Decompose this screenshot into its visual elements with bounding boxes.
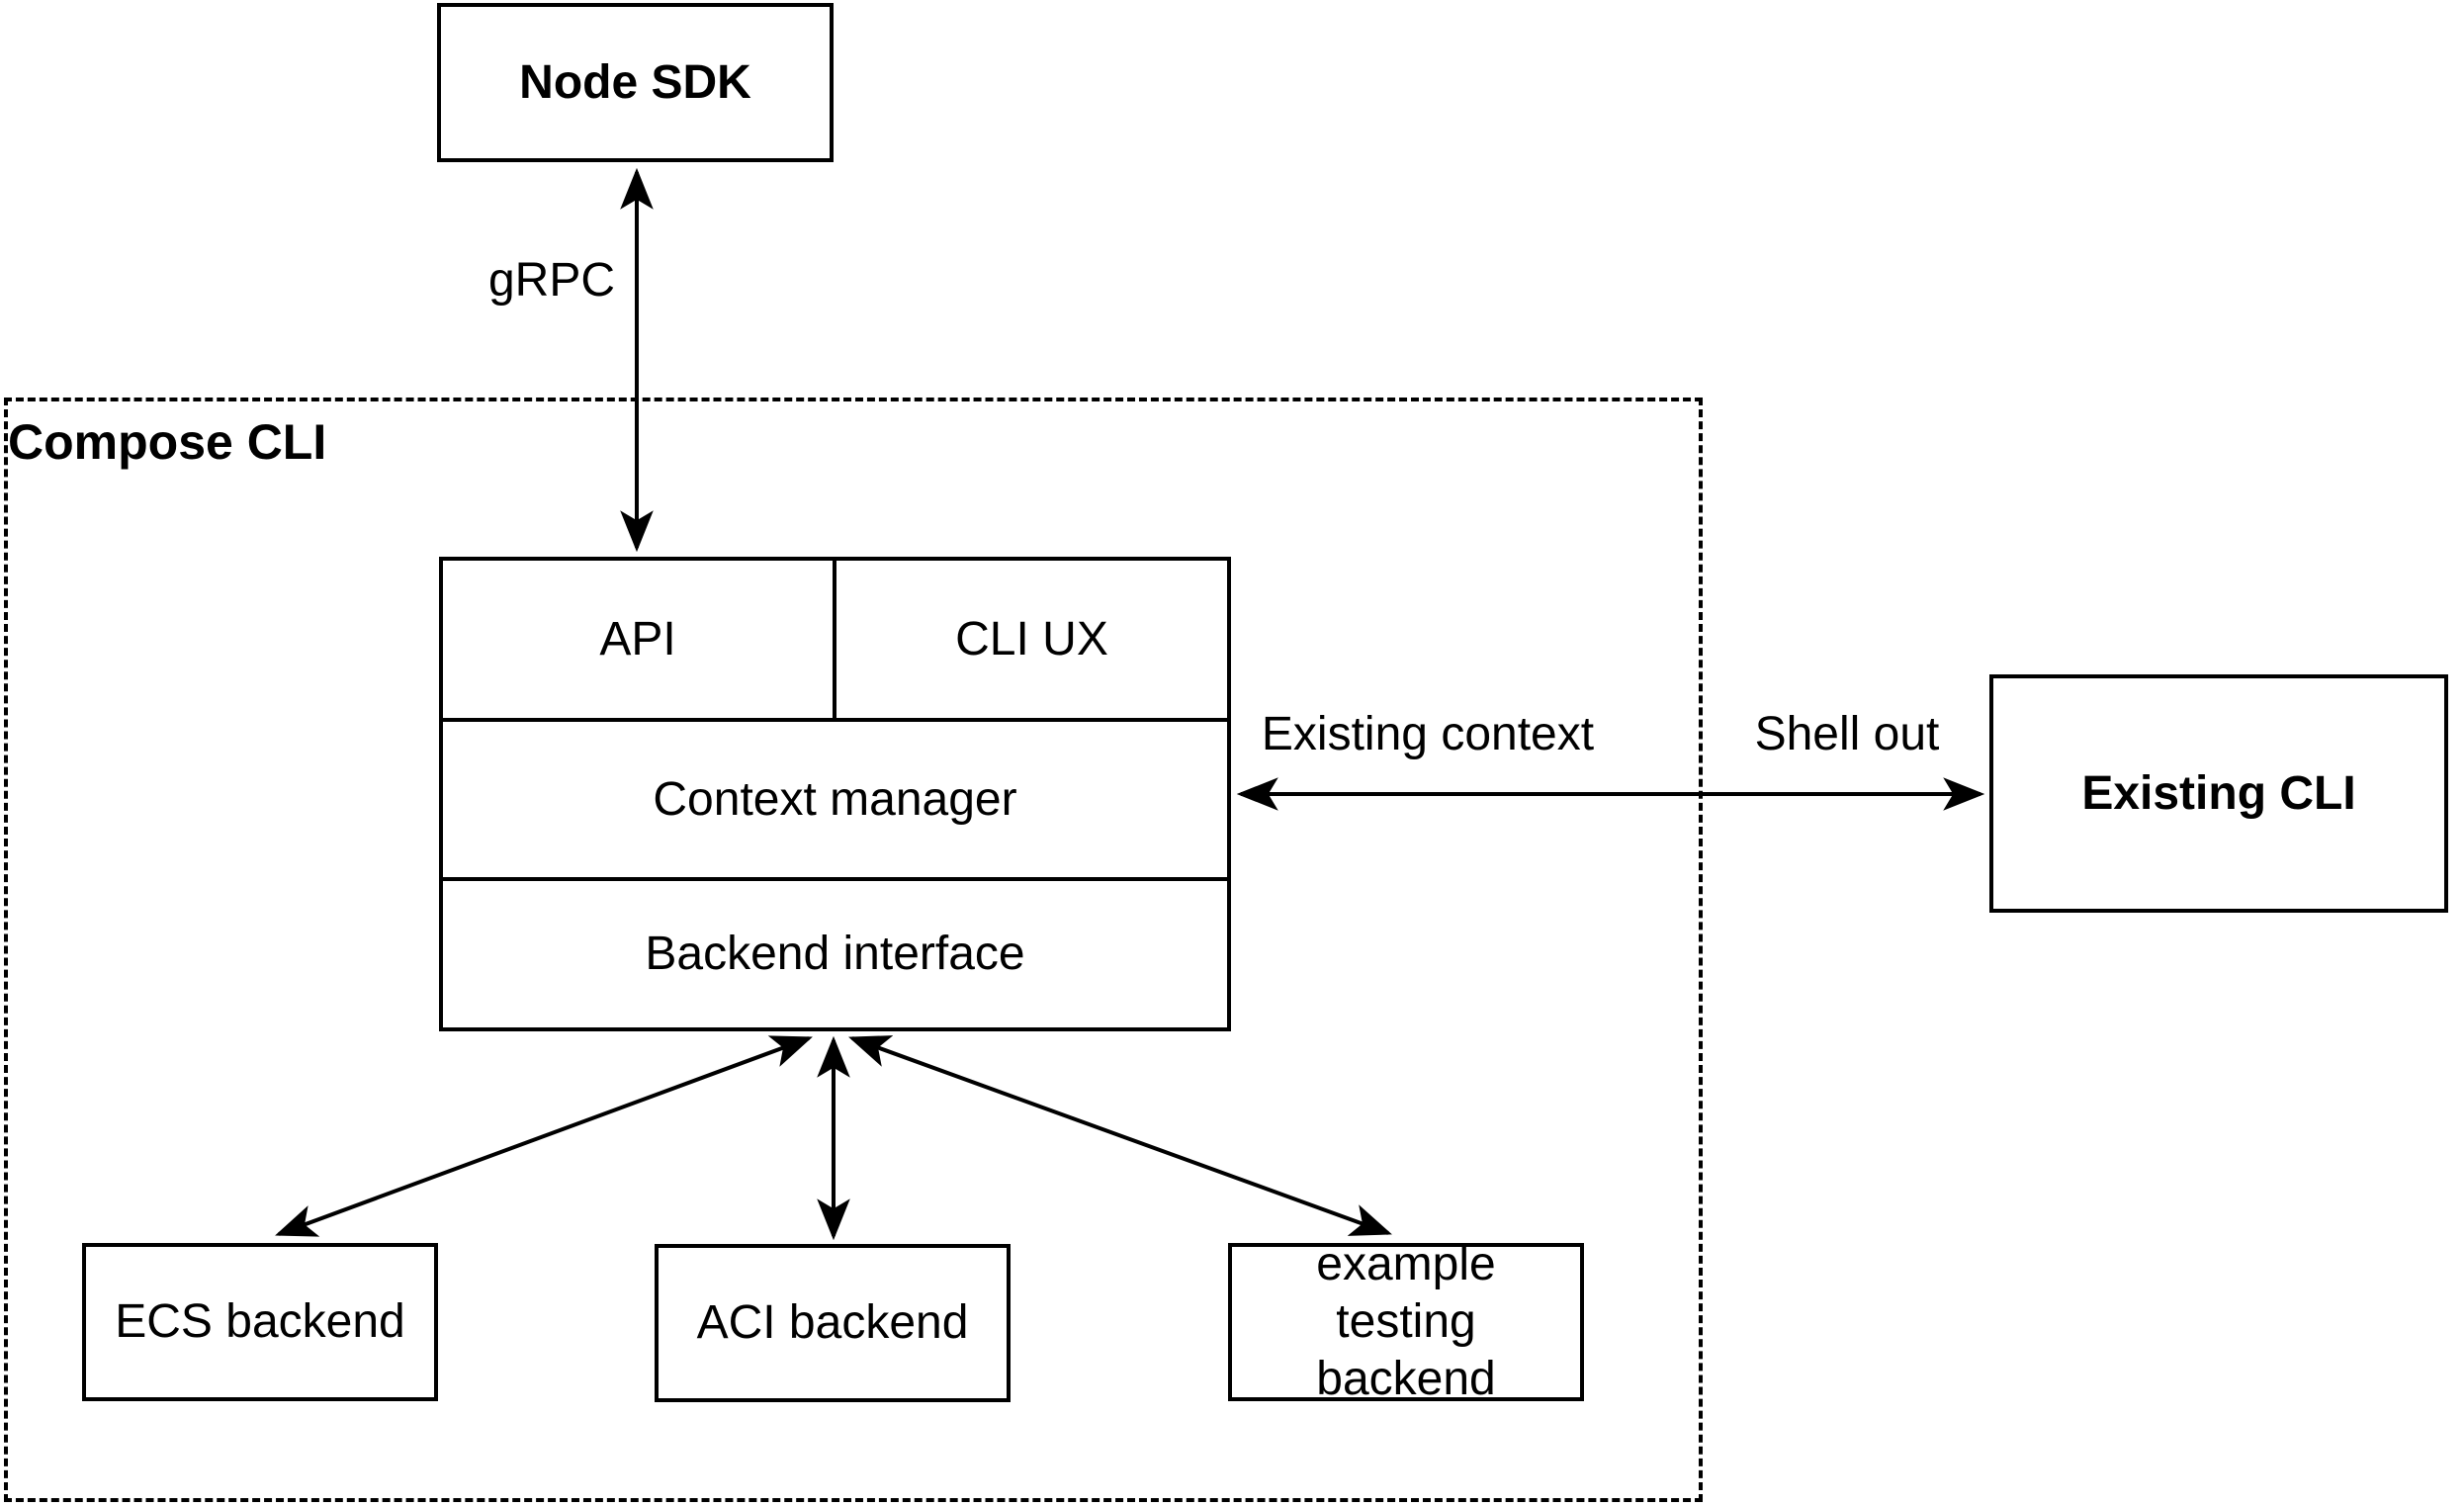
example-testing-backend-box: example testing backend [1228, 1238, 1584, 1405]
existing-context-label: Existing context [1261, 708, 1595, 760]
context-manager-label: Context manager [653, 772, 1017, 826]
aci-backend-label: ACI backend [696, 1296, 969, 1349]
top-row: API CLI UX [443, 561, 1227, 722]
shell-out-label: Shell out [1754, 708, 1940, 760]
api-cell: API [443, 561, 836, 718]
ecs-backend-label: ECS backend [115, 1295, 405, 1348]
ecs-arrow [275, 1035, 813, 1237]
backend-interface-label: Backend interface [645, 928, 1025, 980]
context-manager-row: Context manager [443, 722, 1227, 881]
backend-interface-row: Backend interface [443, 881, 1227, 1027]
example-arrow [848, 1035, 1392, 1236]
api-label: API [599, 612, 676, 665]
ecs-backend-box: ECS backend [82, 1243, 438, 1401]
stacked-component-box: API CLI UX Context manager Backend inter… [439, 557, 1231, 1031]
grpc-label: gRPC [487, 254, 616, 307]
node-sdk-box: Node SDK [437, 3, 834, 162]
compose-cli-label: Compose CLI [8, 414, 327, 470]
compose-cli-container [4, 398, 1703, 1502]
existing-cli-label: Existing CLI [2081, 766, 2356, 820]
node-sdk-label: Node SDK [519, 55, 751, 109]
aci-backend-box: ACI backend [655, 1244, 1011, 1402]
existing-cli-box: Existing CLI [1989, 674, 2448, 913]
cli-ux-cell: CLI UX [836, 561, 1227, 718]
cli-ux-label: CLI UX [955, 612, 1108, 665]
example-testing-backend-label: example testing backend [1316, 1238, 1496, 1405]
